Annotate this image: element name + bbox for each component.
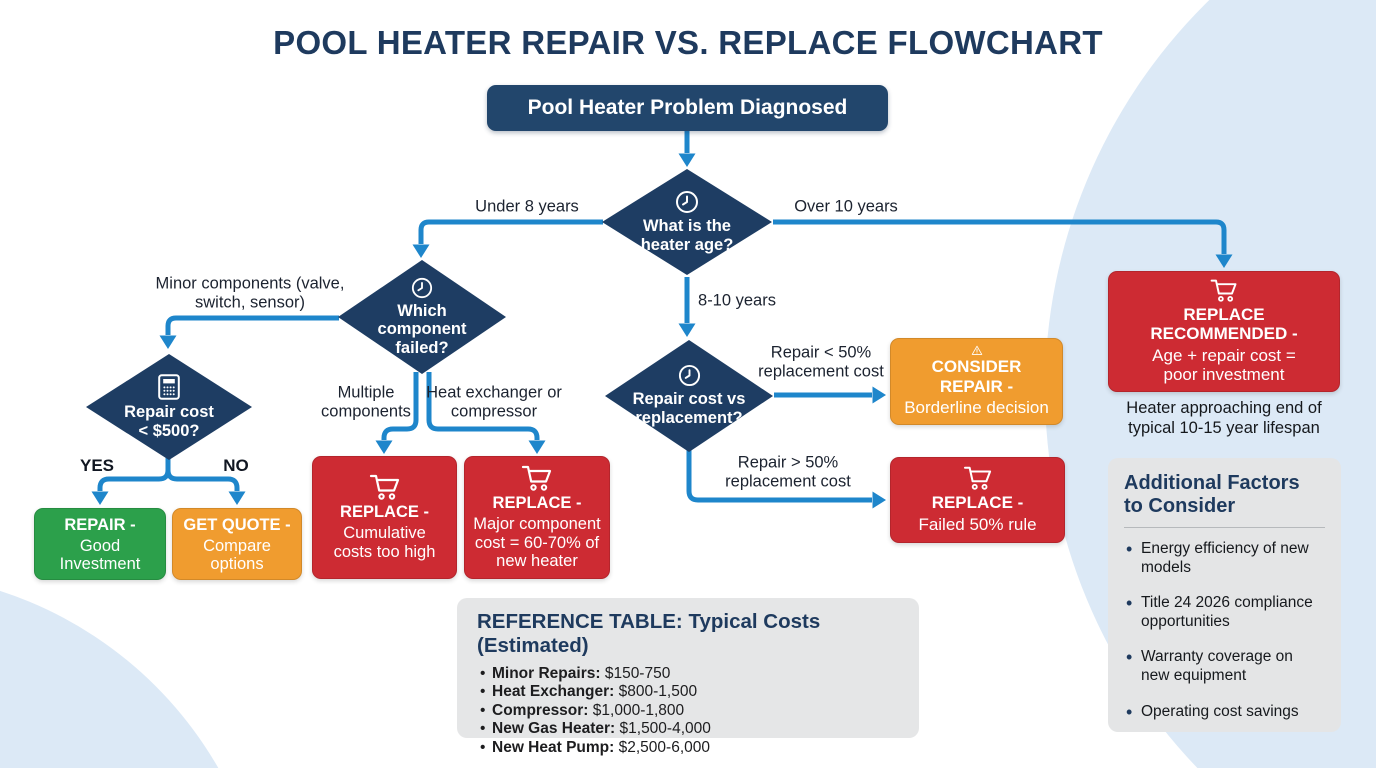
connector-age-to-component <box>418 219 603 244</box>
connector-component-to-replace-cumulative <box>381 372 419 440</box>
warning-icon <box>971 345 982 355</box>
clock-icon <box>411 277 433 298</box>
arrowhead <box>91 491 109 505</box>
edge-label-over-10-years: Over 10 years <box>794 197 898 216</box>
calculator-icon <box>158 374 180 400</box>
list-item: Compressor: $1,000-1,800 <box>477 701 899 721</box>
cart-icon <box>963 467 991 491</box>
decision-question: Repair cost vs replacement? <box>632 390 746 427</box>
edge-label-repair-gt-50: Repair > 50% replacement cost <box>725 453 851 491</box>
item-value: $1,000-1,800 <box>592 701 685 719</box>
list-item: Energy efficiency of new models <box>1124 539 1325 577</box>
divider <box>1124 527 1325 528</box>
replace-recommended-note: Heater approaching end of typical 10-15 … <box>1126 399 1322 438</box>
list-item: Operating cost savings <box>1124 702 1325 723</box>
arrowhead <box>1215 254 1233 268</box>
edge-label-minor-components: Minor components (valve, switch, sensor) <box>155 274 345 312</box>
connector-repaircost-no <box>165 455 240 491</box>
decision-repair-vs-replacement: Repair cost vs replacement? <box>605 340 773 452</box>
item-label: Minor Repairs: <box>492 665 601 682</box>
list-item: New Heat Pump: $2,500-6,000 <box>477 738 899 758</box>
outcome-subtitle: Age + repair cost = poor investment <box>1152 345 1296 385</box>
item-label: Compressor: <box>492 701 589 719</box>
additional-factors-list: Energy efficiency of new models Title 24… <box>1124 539 1325 723</box>
edge-label-under-8-years: Under 8 years <box>475 197 579 216</box>
decision-question: Which component failed? <box>377 301 467 357</box>
edge-label-no: NO <box>223 455 249 475</box>
outcome-replace-recommended: REPLACE RECOMMENDED - Age + repair cost … <box>1108 271 1340 392</box>
arrowhead <box>412 244 430 258</box>
edge-label-heat-exchanger: Heat exchanger or compressor <box>426 383 562 421</box>
outcome-replace-failed-rule: REPLACE - Failed 50% rule <box>890 457 1065 543</box>
outcome-subtitle: Compare options <box>203 536 271 574</box>
edge-label-yes: YES <box>79 455 115 475</box>
edge-label-repair-lt-50: Repair < 50% replacement cost <box>758 343 884 381</box>
connector-component-to-replace-major <box>426 372 540 440</box>
outcome-title: GET QUOTE - <box>183 515 291 534</box>
decision-question: Repair cost < $500? <box>124 402 214 440</box>
item-value: $1,500-4,000 <box>619 720 711 738</box>
outcome-title: REPLACE - <box>340 503 429 522</box>
arrowhead <box>872 386 886 404</box>
reference-table-title: REFERENCE TABLE: Typical Costs (Estimate… <box>477 610 821 657</box>
arrowhead <box>678 153 696 167</box>
list-item: Heat Exchanger: $800-1,500 <box>477 683 899 702</box>
arrowhead <box>228 491 246 505</box>
additional-factors-title: Additional Factors to Consider <box>1124 472 1300 517</box>
outcome-replace-major: REPLACE - Major component cost = 60-70% … <box>464 456 610 579</box>
outcome-repair: REPAIR - Good Investment <box>34 508 166 580</box>
list-item: New Gas Heater: $1,500-4,000 <box>477 720 899 739</box>
decision-question: What is the heater age? <box>640 216 734 254</box>
outcome-consider-repair: CONSIDER REPAIR - Borderline decision <box>890 338 1063 425</box>
item-value: $150-750 <box>604 665 671 682</box>
arrowhead <box>159 335 177 349</box>
decision-repair-cost: Repair cost < $500? <box>86 354 252 460</box>
outcome-subtitle: Borderline decision <box>904 398 1049 418</box>
page-title: POOL HEATER REPAIR VS. REPLACE FLOWCHART <box>273 24 1103 61</box>
outcome-subtitle: Good Investment <box>59 536 141 574</box>
outcome-subtitle: Major component cost = 60-70% of new hea… <box>473 514 601 571</box>
arrowhead <box>872 491 886 509</box>
outcome-title: CONSIDER REPAIR - <box>931 357 1022 396</box>
connector-costvs-to-failed-rule <box>686 450 872 503</box>
clock-icon <box>678 365 700 387</box>
connector-component-to-repaircost <box>165 315 339 335</box>
clock-icon <box>676 190 698 213</box>
list-item: Title 24 2026 compliance opportunities <box>1124 593 1325 631</box>
item-value: $2,500-6,000 <box>618 738 710 756</box>
outcome-subtitle: Cumulative costs too high <box>333 524 436 561</box>
list-item: Minor Repairs: $150-750 <box>477 665 899 684</box>
reference-table-list: Minor Repairs: $150-750 Heat Exchanger: … <box>477 665 899 757</box>
additional-factors-panel: Additional Factors to Consider Energy ef… <box>1108 458 1341 732</box>
outcome-subtitle: Failed 50% rule <box>918 515 1037 534</box>
item-label: New Heat Pump: <box>492 738 615 756</box>
decision-heater-age: What is the heater age? <box>602 169 772 275</box>
connector-age-to-replace-recommended <box>773 219 1227 254</box>
start-node: Pool Heater Problem Diagnosed <box>487 85 888 131</box>
edge-label-multiple-components: Multiple components <box>321 383 411 421</box>
cart-icon <box>1210 279 1237 302</box>
outcome-get-quote: GET QUOTE - Compare options <box>172 508 302 580</box>
item-value: $800-1,500 <box>618 683 698 701</box>
cart-icon <box>369 474 399 500</box>
arrowhead <box>678 323 696 337</box>
outcome-title: REPLACE RECOMMENDED - <box>1150 304 1298 344</box>
item-label: Heat Exchanger: <box>492 683 615 701</box>
outcome-title: REPLACE - <box>931 493 1024 513</box>
outcome-replace-cumulative: REPLACE - Cumulative costs too high <box>312 456 457 579</box>
start-node-label: Pool Heater Problem Diagnosed <box>527 96 848 119</box>
outcome-title: REPLACE - <box>492 493 582 512</box>
list-item: Warranty coverage on new equipment <box>1124 647 1325 685</box>
cart-icon <box>521 465 552 491</box>
outcome-title: REPAIR - <box>64 515 136 534</box>
reference-table: REFERENCE TABLE: Typical Costs (Estimate… <box>457 598 919 757</box>
arrowhead <box>528 440 546 454</box>
arrowhead <box>375 440 393 454</box>
edge-label-8-10-years: 8-10 years <box>698 291 776 310</box>
decision-component-failed: Which component failed? <box>338 260 506 374</box>
item-label: New Gas Heater: <box>492 720 616 738</box>
